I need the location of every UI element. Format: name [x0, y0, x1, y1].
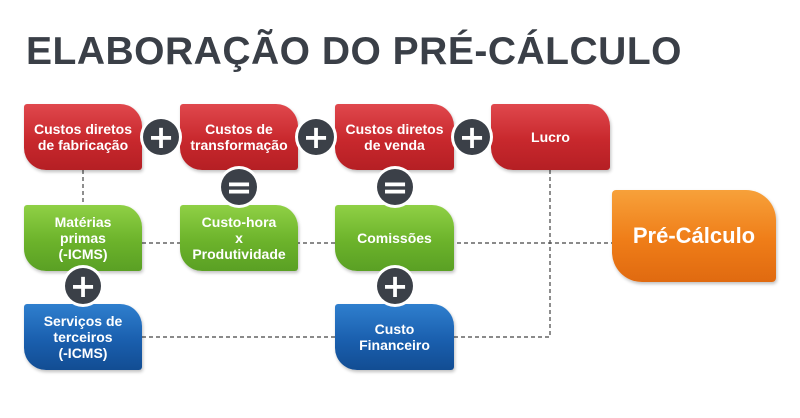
box-label: Custos diretos de fabricação — [33, 121, 132, 153]
plus-icon: + — [377, 268, 413, 304]
box-label: Serviços de terceiros (-ICMS) — [43, 313, 123, 361]
plus-icon: + — [143, 119, 179, 155]
equals-icon: = — [221, 169, 257, 205]
box-custo-financeiro: Custo Financeiro — [335, 304, 454, 370]
box-label: Pré-Cálculo — [632, 223, 756, 248]
equals-icon: = — [377, 169, 413, 205]
box-custos-transformacao: Custos de transformação — [180, 104, 298, 170]
box-servicos-terceiros: Serviços de terceiros (-ICMS) — [24, 304, 142, 370]
page-title: ELABORAÇÃO DO PRÉ-CÁLCULO — [26, 30, 682, 73]
box-custos-diretos-venda: Custos diretos de venda — [335, 104, 454, 170]
box-label: Comissões — [357, 230, 432, 246]
box-label: Custo Financeiro — [359, 321, 430, 353]
box-label: Custos diretos de venda — [345, 121, 444, 153]
box-label: Custo-hora x Produtividade — [192, 214, 286, 262]
box-pre-calculo: Pré-Cálculo — [612, 190, 776, 282]
plus-icon: + — [65, 268, 101, 304]
box-custos-diretos-fabricacao: Custos diretos de fabricação — [24, 104, 142, 170]
box-label: Custos de transformação — [190, 121, 288, 153]
plus-icon: + — [454, 119, 490, 155]
plus-icon: + — [298, 119, 334, 155]
box-custo-hora: Custo-hora x Produtividade — [180, 205, 298, 271]
box-comissoes: Comissões — [335, 205, 454, 271]
box-lucro: Lucro — [491, 104, 610, 170]
box-label: Lucro — [531, 129, 570, 145]
box-materias-primas: Matérias primas (-ICMS) — [24, 205, 142, 271]
box-label: Matérias primas (-ICMS) — [54, 214, 112, 262]
